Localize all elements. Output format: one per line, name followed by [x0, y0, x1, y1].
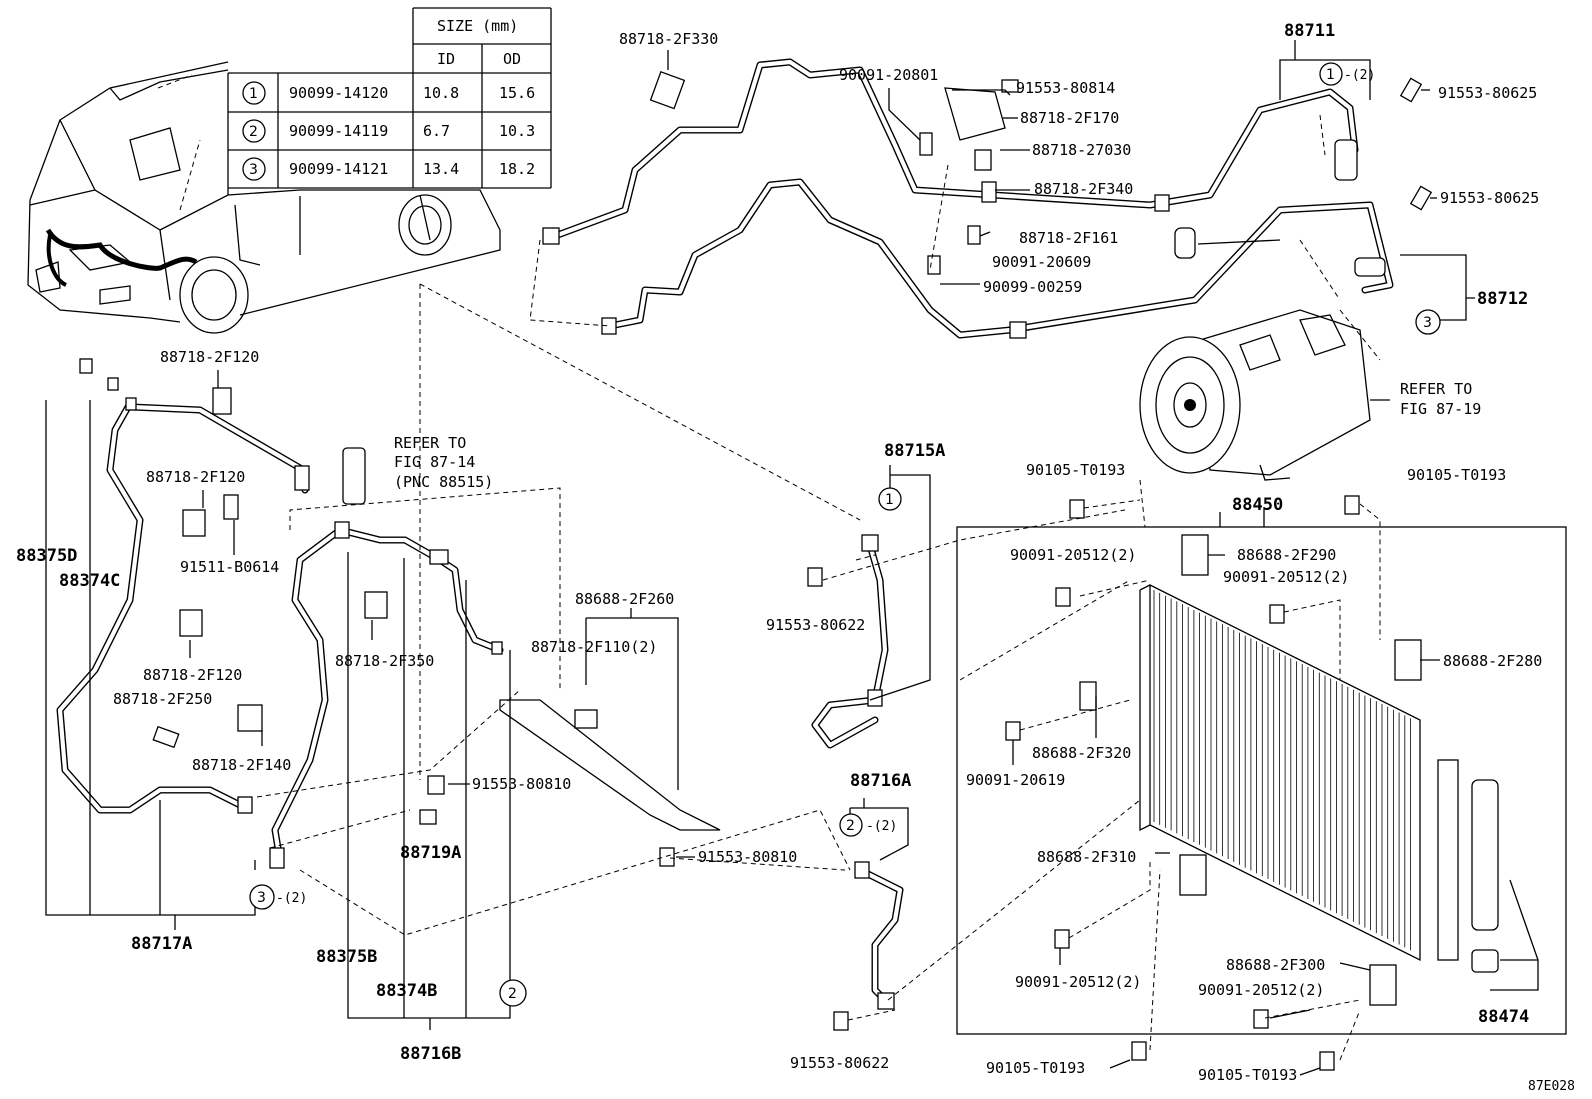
label-88688-2F280: 88688-2F280 — [1443, 652, 1542, 670]
label-91553-80810-a: 91553-80810 — [472, 775, 571, 793]
label-88717A: 88717A — [131, 934, 192, 954]
left-hardware — [152, 387, 721, 867]
part-labels: 88718-2F330 90091-20801 91553-80814 8871… — [16, 21, 1575, 1094]
label-88688-2F260: 88688-2F260 — [575, 590, 674, 608]
refer-fig-87-14-line3: (PNC 88515) — [394, 473, 493, 491]
size-row-1-id: 10.8 — [423, 84, 459, 102]
label-88718-2F340: 88718-2F340 — [1034, 180, 1133, 198]
label-90091-20801: 90091-20801 — [839, 66, 938, 84]
pipe-88712 — [601, 178, 1394, 339]
label-88374B: 88374B — [376, 981, 437, 1001]
pipe-88715A — [807, 534, 889, 749]
label-88718-2F250: 88718-2F250 — [113, 690, 212, 708]
label-90091-20619: 90091-20619 — [966, 771, 1065, 789]
label-90105-T0193-d: 90105-T0193 — [1198, 1066, 1297, 1084]
label-90091-20512-c: 90091-20512(2) — [1015, 973, 1141, 991]
marker-1-top-qty: -(2) — [1344, 68, 1375, 83]
size-row-2-mark: 2 — [249, 124, 258, 140]
size-row-2-part: 90099-14119 — [289, 122, 388, 140]
size-row-3-id: 13.4 — [423, 160, 459, 178]
label-88718-27030: 88718-27030 — [1032, 141, 1131, 159]
size-row-1-od: 15.6 — [499, 84, 535, 102]
label-91553-80622-a: 91553-80622 — [766, 616, 865, 634]
size-row-2-id: 6.7 — [423, 122, 450, 140]
refer-fig-87-19-line2: FIG 87-19 — [1400, 400, 1481, 418]
figure-code: 87E028 — [1528, 1079, 1575, 1094]
label-88374C: 88374C — [59, 571, 120, 591]
col-od-header: OD — [503, 50, 521, 68]
label-91553-80625-mid: 91553-80625 — [1440, 189, 1539, 207]
label-88715A: 88715A — [884, 441, 945, 461]
label-90091-20609: 90091-20609 — [992, 253, 1091, 271]
label-90091-20512-b: 90091-20512(2) — [1223, 568, 1349, 586]
size-row-1-part: 90099-14120 — [289, 84, 388, 102]
pipe-88711 — [542, 58, 1359, 245]
label-88711: 88711 — [1284, 21, 1335, 41]
label-88688-2F290: 88688-2F290 — [1237, 546, 1336, 564]
size-row-3-mark: 3 — [249, 162, 258, 178]
marker-1-mid: 1 — [885, 492, 894, 508]
label-91553-80622-b: 91553-80622 — [790, 1054, 889, 1072]
label-90105-T0193-c: 90105-T0193 — [986, 1059, 1085, 1077]
marker-2-mid: 2 — [846, 818, 855, 834]
size-header: SIZE (mm) — [437, 17, 518, 35]
pipe-88716A — [833, 861, 904, 1031]
label-88719A: 88719A — [400, 843, 461, 863]
label-88688-2F320: 88688-2F320 — [1032, 744, 1131, 762]
marker-1-top: 1 — [1326, 67, 1335, 83]
size-row-3-od: 18.2 — [499, 160, 535, 178]
label-91553-80814: 91553-80814 — [1016, 79, 1115, 97]
label-88718-2F350: 88718-2F350 — [335, 652, 434, 670]
label-91511-B0614: 91511-B0614 — [180, 558, 279, 576]
marker-3-right: 3 — [1423, 315, 1432, 331]
marker-2-bottom: 2 — [508, 986, 517, 1002]
label-88718-2F120-a: 88718-2F120 — [160, 348, 259, 366]
label-88712: 88712 — [1477, 289, 1528, 309]
refer-fig-87-14-line2: FIG 87-14 — [394, 453, 475, 471]
label-88718-2F170: 88718-2F170 — [1020, 109, 1119, 127]
marker-3-left: 3 — [257, 890, 266, 906]
upper-hardware — [649, 70, 1433, 275]
marker-2-mid-qty: -(2) — [866, 819, 897, 834]
label-88718-2F120-b: 88718-2F120 — [146, 468, 245, 486]
size-row-2-od: 10.3 — [499, 122, 535, 140]
col-id-header: ID — [437, 50, 455, 68]
label-88375D: 88375D — [16, 546, 77, 566]
label-88688-2F300: 88688-2F300 — [1226, 956, 1325, 974]
label-91553-80625-top: 91553-80625 — [1438, 84, 1537, 102]
size-row-3-part: 90099-14121 — [289, 160, 388, 178]
label-90091-20512-d: 90091-20512(2) — [1198, 981, 1324, 999]
label-90091-20512-a: 90091-20512(2) — [1010, 546, 1136, 564]
label-88718-2F140: 88718-2F140 — [192, 756, 291, 774]
label-90099-00259: 90099-00259 — [983, 278, 1082, 296]
condenser-bolts — [1005, 495, 1360, 1071]
refer-fig-87-14-line1: REFER TO — [394, 434, 466, 452]
label-88716B: 88716B — [400, 1044, 461, 1064]
label-90105-T0193-a: 90105-T0193 — [1026, 461, 1125, 479]
label-88718-2F110: 88718-2F110(2) — [531, 638, 657, 656]
label-88375B: 88375B — [316, 947, 377, 967]
label-88718-2F161: 88718-2F161 — [1019, 229, 1118, 247]
van-illustration — [27, 61, 501, 334]
label-88474: 88474 — [1478, 1007, 1529, 1027]
hose-size-table: SIZE (mm) ID OD 1 90099-14120 10.8 15.6 … — [227, 7, 552, 189]
label-88718-2F330: 88718-2F330 — [619, 30, 718, 48]
ac-compressor — [1139, 309, 1371, 481]
refer-fig-87-19-line1: REFER TO — [1400, 380, 1472, 398]
pipe-88716B — [269, 521, 504, 869]
label-88688-2F310: 88688-2F310 — [1037, 848, 1136, 866]
label-90105-T0193-b: 90105-T0193 — [1407, 466, 1506, 484]
condenser-88450 — [956, 526, 1567, 1035]
leader-lines — [45, 40, 1539, 1076]
label-88718-2F120-c: 88718-2F120 — [143, 666, 242, 684]
size-row-1-mark: 1 — [249, 86, 258, 102]
circled-markers: 1 -(2) 3 3 -(2) 2 1 2 -(2) — [249, 62, 1441, 1007]
label-88450: 88450 — [1232, 495, 1283, 515]
marker-3-left-qty: -(2) — [276, 891, 307, 906]
label-88716A: 88716A — [850, 771, 911, 791]
label-91553-80810-b: 91553-80810 — [698, 848, 797, 866]
